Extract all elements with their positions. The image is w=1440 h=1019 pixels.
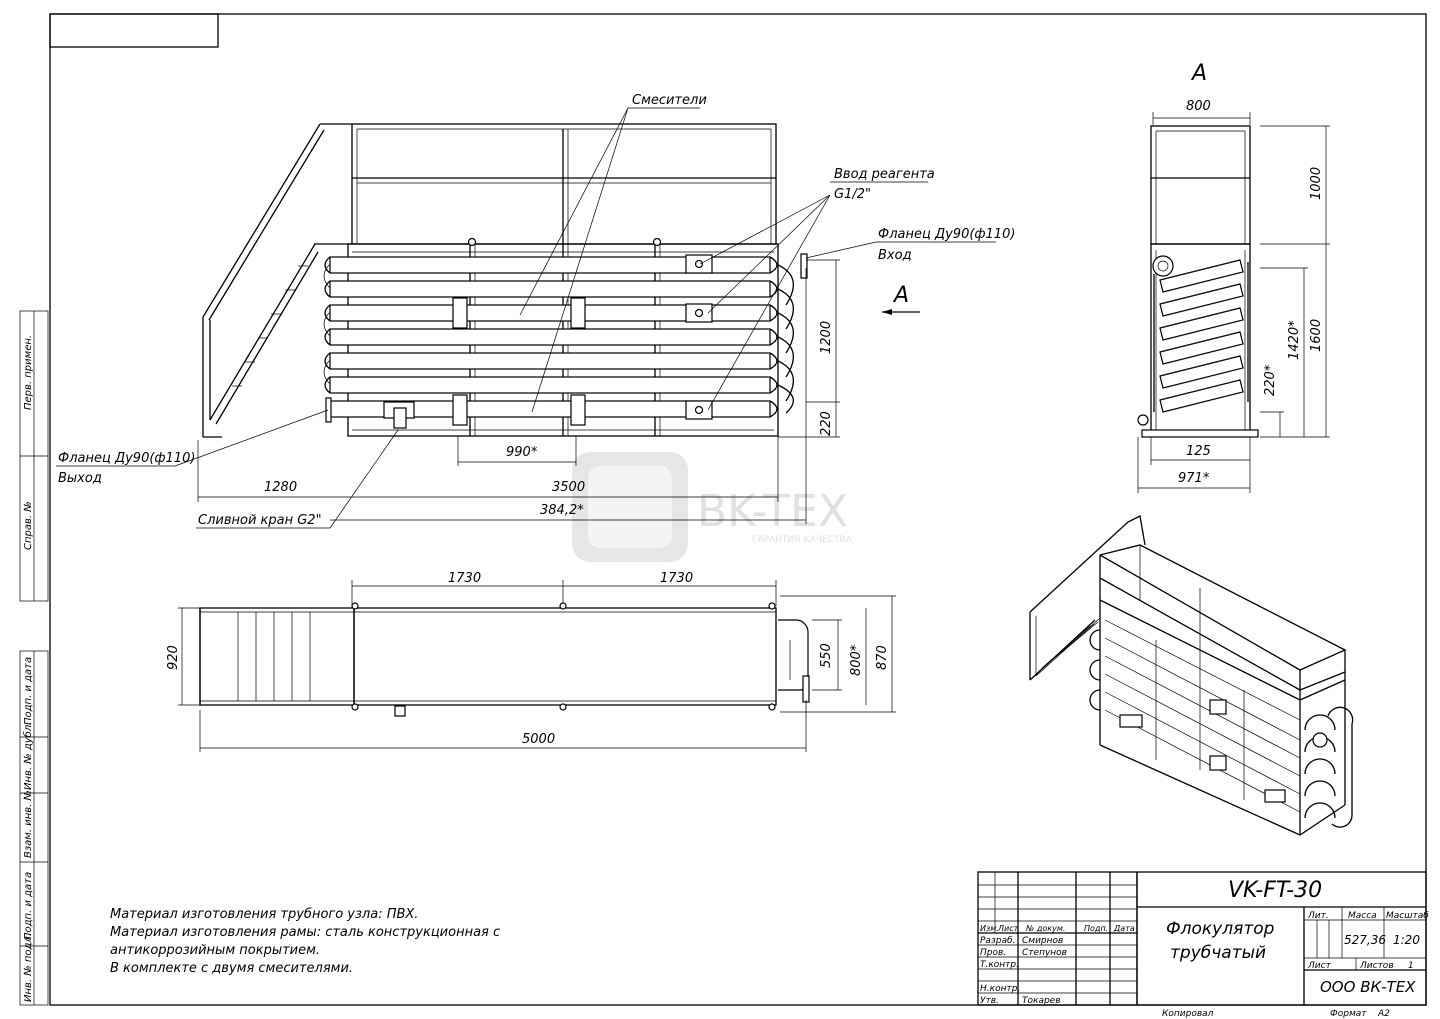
watermark: BK-TEX ГАРАНТИЯ КАЧЕСТВА (572, 452, 853, 562)
format-label: Формат (1330, 1009, 1367, 1019)
label-reagent-thread: G1/2" (834, 187, 871, 202)
label-flange-out: Фланец Ду90(ф110) (58, 451, 195, 466)
sheet-label: Лист (1307, 961, 1332, 971)
sheets-label: Листов (1359, 961, 1394, 971)
row-role-developer: Разраб. (980, 936, 1015, 946)
scale-value: 1:20 (1393, 933, 1420, 947)
strip-label-7: Инв. № подл. (23, 933, 34, 1002)
title-block (977, 871, 1427, 1006)
row-role-ncontrol: Н.контр. (980, 984, 1020, 994)
dim-550: 550 (819, 643, 834, 668)
dim-800-top: 800* (849, 644, 864, 676)
front-mixers (383, 254, 713, 429)
dim-5000: 5000 (522, 732, 555, 747)
side-tubes (1137, 255, 1249, 426)
dim-1600: 1600 (1309, 319, 1324, 352)
dim-220: 220 (819, 411, 834, 436)
label-flange-in: Фланец Ду90(ф110) (878, 227, 1015, 242)
row-name-checker: Степунов (1022, 948, 1067, 958)
dim-3500: 3500 (552, 480, 585, 495)
sheet-frame (49, 13, 1427, 1006)
col-list: Лист (997, 924, 1019, 933)
dim-870: 870 (875, 645, 890, 670)
note-1: Материал изготовления трубного узла: ПВХ… (110, 907, 418, 922)
label-reagent-inlet: Ввод реагента (834, 167, 935, 182)
col-sign: Подп. (1084, 924, 1108, 933)
designation: VK-FT-30 (1228, 878, 1322, 903)
dim-1280: 1280 (264, 480, 297, 495)
watermark-tagline: ГАРАНТИЯ КАЧЕСТВА (752, 535, 853, 545)
dim-800-side: 800 (1186, 99, 1211, 114)
note-3: антикоррозийным покрытием. (110, 943, 320, 958)
view-a-title: A (1190, 61, 1207, 86)
dim-1730-a: 1730 (448, 571, 481, 586)
label-drain-valve: Сливной кран G2" (198, 513, 322, 528)
row-name-approved: Токарев (1022, 996, 1061, 1006)
format-value: А2 (1377, 1009, 1390, 1019)
company-name: ООО ВК-ТЕХ (1320, 978, 1416, 996)
product-name-line1: Флокулятор (1166, 919, 1275, 939)
isometric-view (1029, 515, 1354, 836)
front-dimensions (197, 259, 840, 524)
mass-value: 527,36 (1344, 933, 1386, 947)
product-name-line2: трубчатый (1170, 943, 1266, 963)
dim-1730-b: 1730 (660, 571, 693, 586)
strip-label-5: Взам. инв. № (23, 790, 34, 858)
row-role-tcontrol: Т.контр. (980, 960, 1019, 970)
scale-label: Масштаб (1386, 911, 1429, 921)
sheets-value: 1 (1408, 961, 1414, 971)
col-doc: № докум. (1025, 924, 1065, 933)
row-name-developer: Смирнов (1022, 936, 1063, 946)
left-stamp-strip: Перв. примен. Справ. № Подп. и дата Инв.… (19, 310, 49, 1006)
front-view (56, 107, 996, 529)
dim-1420: 1420* (1287, 320, 1302, 360)
dim-125: 125 (1186, 444, 1211, 459)
row-role-approved: Утв. (980, 996, 999, 1006)
strip-label-3: Подп. и дата (23, 657, 34, 725)
dim-990: 990* (506, 445, 538, 460)
label-outlet: Выход (58, 471, 102, 486)
col-izm: Изм. (980, 924, 999, 933)
top-left-box (49, 13, 219, 48)
dim-1200: 1200 (819, 321, 834, 354)
strip-label-2: Справ. № (23, 501, 34, 550)
strip-label-4: Инв. № дубл. (22, 722, 34, 790)
dim-220-side: 220* (1263, 364, 1278, 396)
front-tubes (323, 253, 808, 423)
mass-label: Масса (1348, 911, 1377, 921)
lit-label: Лит. (1307, 911, 1329, 921)
watermark-brand: BK-TEX (697, 486, 848, 537)
note-4: В комплекте с двумя смесителями. (110, 961, 353, 976)
col-date: Дата (1113, 924, 1135, 933)
label-mixers: Смесители (632, 93, 707, 108)
top-view (178, 580, 896, 752)
copied-label: Копировал (1162, 1009, 1214, 1019)
row-role-checker: Пров. (980, 948, 1006, 958)
view-arrow-label: A (892, 283, 909, 308)
dim-1000: 1000 (1309, 167, 1324, 200)
strip-label-1: Перв. примен. (23, 335, 34, 410)
side-view (1137, 112, 1330, 493)
strip-label-6: Подп. и дата (23, 872, 34, 940)
label-inlet: Вход (878, 248, 912, 263)
dim-3842: 384,2* (540, 503, 584, 518)
dim-920: 920 (166, 645, 181, 670)
dim-971: 971* (1178, 471, 1210, 486)
note-2: Материал изготовления рамы: сталь констр… (110, 925, 500, 940)
